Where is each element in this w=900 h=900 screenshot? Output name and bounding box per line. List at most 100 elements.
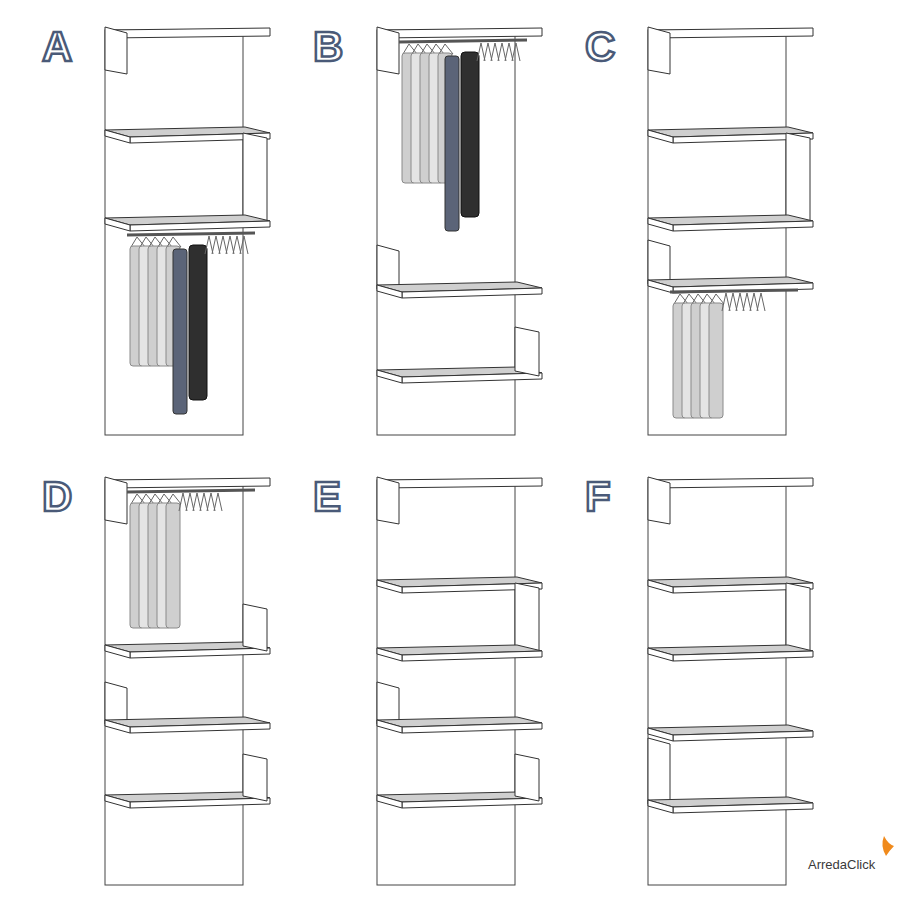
shelf-side	[105, 218, 130, 231]
shelf-upright	[515, 754, 539, 801]
empty-hanger	[743, 293, 751, 311]
shelf-side	[648, 130, 673, 143]
top-upright	[377, 27, 399, 74]
empty-hanger	[219, 236, 227, 254]
empty-hanger	[750, 293, 758, 311]
shelf-edge	[402, 798, 542, 808]
top-upright	[648, 477, 670, 524]
back-panel	[648, 480, 786, 885]
empty-hanger	[512, 43, 520, 61]
panel-letter: E	[313, 476, 341, 518]
empty-hanger	[484, 43, 492, 61]
top-upright	[105, 27, 127, 74]
empty-hanger	[193, 493, 201, 511]
empty-hanger	[226, 236, 234, 254]
back-panel	[648, 30, 786, 435]
shelf-edge	[130, 798, 270, 808]
empty-hanger	[207, 493, 215, 511]
empty-hanger	[729, 293, 737, 311]
watermark: ArredaClick	[808, 858, 875, 871]
shelf-side	[377, 648, 402, 661]
shelf-edge	[130, 723, 270, 733]
logo-icon	[882, 836, 894, 856]
shelf-upright	[786, 583, 810, 654]
shelf-upright	[786, 133, 810, 224]
back-panel	[105, 480, 243, 885]
top-shelf	[380, 28, 542, 38]
shelf-edge	[402, 723, 542, 733]
empty-hanger	[179, 493, 187, 511]
shelf-edge	[673, 221, 813, 231]
wardrobe-panel	[105, 477, 270, 885]
shelf-side	[105, 645, 130, 658]
coat	[189, 245, 207, 400]
panel-letter: A	[42, 26, 72, 68]
top-shelf	[651, 28, 813, 38]
shelf-side	[377, 720, 402, 733]
hanging-rail	[127, 490, 255, 492]
shelf-side	[648, 648, 673, 661]
wardrobe-panel	[377, 27, 542, 435]
empty-hanger	[722, 293, 730, 311]
empty-hanger	[240, 236, 248, 254]
shelf-side	[105, 130, 130, 143]
shelf-upright	[243, 754, 267, 801]
top-upright	[105, 477, 127, 524]
shelf-edge	[130, 648, 270, 658]
back-panel	[377, 480, 515, 885]
wardrobe-panel	[377, 477, 542, 885]
empty-hanger	[205, 236, 213, 254]
panel-letter: D	[42, 476, 72, 518]
empty-hanger	[505, 43, 513, 61]
hanging-rail	[127, 233, 255, 235]
hanging-rail	[670, 290, 798, 292]
shelf-side	[377, 285, 402, 298]
empty-hanger	[233, 236, 241, 254]
wardrobe-panel	[648, 27, 813, 435]
shelf-edge	[673, 731, 813, 741]
shirt	[709, 303, 723, 418]
panel-letter: C	[585, 26, 615, 68]
top-upright	[648, 27, 670, 74]
shelf-side	[648, 800, 673, 813]
shelf-side	[105, 720, 130, 733]
empty-hanger	[477, 43, 485, 61]
shelf-edge	[402, 373, 542, 383]
shelf-side	[105, 795, 130, 808]
top-shelf	[108, 478, 270, 488]
shelf-edge	[402, 651, 542, 661]
top-shelf	[380, 478, 542, 488]
shelf-upright	[515, 583, 539, 654]
top-upright	[377, 477, 399, 524]
empty-hanger	[498, 43, 506, 61]
shirt	[166, 503, 180, 628]
shelf-side	[648, 218, 673, 231]
coat	[461, 52, 479, 217]
shelf-side	[377, 580, 402, 593]
shelf-edge	[673, 651, 813, 661]
trousers	[173, 249, 187, 414]
shelf-upright	[515, 327, 539, 376]
shelf-edge	[673, 803, 813, 813]
shelf-side	[648, 280, 673, 293]
trousers	[445, 56, 459, 231]
panel-letter: F	[585, 476, 611, 518]
top-shelf	[108, 28, 270, 38]
shelf-edge	[402, 288, 542, 298]
shelf-upright	[243, 604, 267, 651]
empty-hanger	[186, 493, 194, 511]
empty-hanger	[212, 236, 220, 254]
shelf-side	[377, 370, 402, 383]
empty-hanger	[736, 293, 744, 311]
empty-hanger	[491, 43, 499, 61]
shelf-upright	[243, 133, 267, 224]
shelf-edge	[130, 221, 270, 231]
wardrobe-panel	[105, 27, 270, 435]
top-shelf	[651, 478, 813, 488]
shelf-side	[377, 795, 402, 808]
shelf-side	[648, 580, 673, 593]
empty-hanger	[757, 293, 765, 311]
wardrobe-panel	[648, 477, 813, 885]
panel-letter: B	[313, 26, 343, 68]
